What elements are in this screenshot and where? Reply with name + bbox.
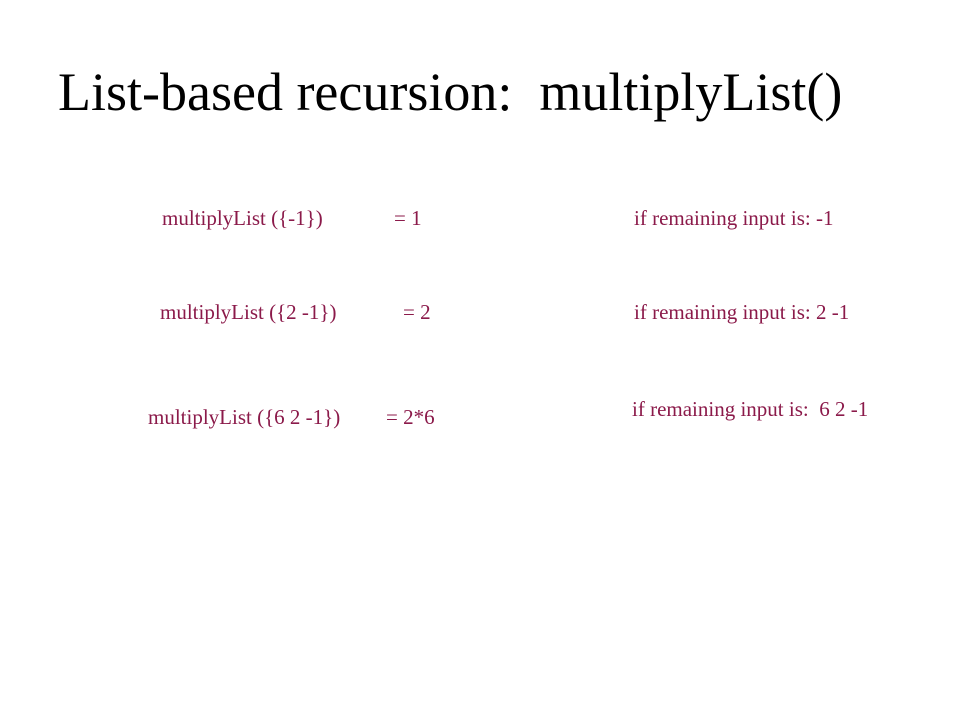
condition-text-2: if remaining input is: 2 -1 bbox=[634, 300, 850, 324]
call-result-2: = 2 bbox=[403, 300, 431, 324]
call-result-3: = 2*6 bbox=[386, 405, 435, 429]
call-expression-3: multiplyList ({6 2 -1}) bbox=[148, 405, 341, 429]
slide-title: List-based recursion: multiplyList() bbox=[58, 62, 843, 122]
call-expression-2: multiplyList ({2 -1}) bbox=[160, 300, 337, 324]
call-result-1: = 1 bbox=[394, 206, 422, 230]
call-expression-1: multiplyList ({-1}) bbox=[162, 206, 323, 230]
condition-text-1: if remaining input is: -1 bbox=[634, 206, 834, 230]
condition-text-3: if remaining input is: 6 2 -1 bbox=[632, 397, 869, 421]
